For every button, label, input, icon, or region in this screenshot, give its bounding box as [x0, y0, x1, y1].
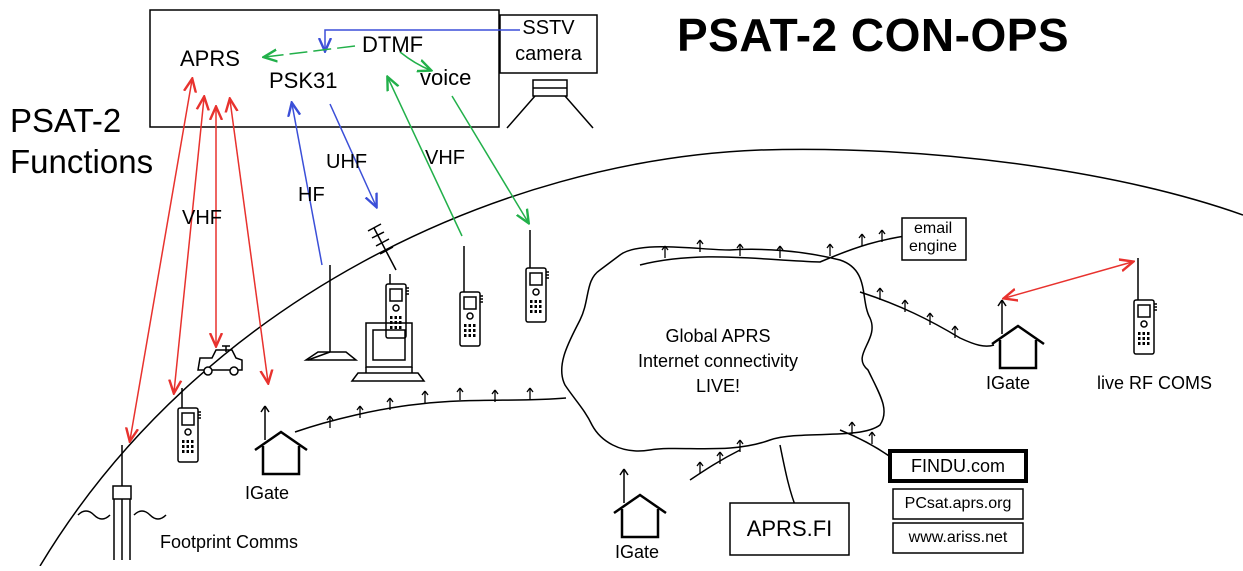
aprs-label: APRS	[180, 46, 240, 71]
network-poles	[326, 229, 959, 474]
sstv-camera-box	[499, 14, 598, 74]
yagi-antenna-icon	[367, 223, 397, 271]
igate-right-label: IGate	[986, 373, 1031, 393]
ariss-box	[892, 522, 1024, 554]
satellite-box	[149, 9, 500, 128]
sstv-label: SSTV	[522, 17, 575, 39]
server-pcsat: PCsat.aprs.org	[904, 495, 1012, 512]
handheld-vhf1-icon	[459, 246, 483, 347]
vhf-aprs-label: VHF	[182, 207, 222, 229]
page-title: PSAT-2 CON-OPS	[677, 9, 1070, 61]
link-uhf	[329, 103, 376, 206]
uhf-label: UHF	[326, 151, 368, 173]
cloud-line1: Global APRS	[665, 326, 771, 346]
igate-left-label: IGate	[245, 483, 290, 503]
arrow-dtmf-to-voice	[399, 51, 430, 70]
net-line-igate-bottom	[689, 449, 741, 481]
link-hf	[292, 104, 323, 266]
buoy-icon	[77, 445, 167, 560]
link-vhf-up	[388, 78, 463, 237]
vhf-voice-label: VHF	[425, 147, 465, 169]
handheld-uhf-icon	[385, 274, 409, 339]
pcsat-box	[892, 488, 1024, 520]
live-rf-label: live RF COMS	[1097, 373, 1213, 393]
email-label-line1: email	[914, 220, 953, 237]
link-aprs-buoy	[130, 80, 192, 440]
igate-house-right-icon	[991, 299, 1045, 370]
cloud-line3: LIVE!	[695, 376, 741, 396]
functions-label-line1: PSAT-2	[10, 102, 122, 139]
hf-antenna-icon	[303, 265, 359, 361]
aprs-fi-box	[729, 502, 850, 556]
net-line-aprsfi	[779, 444, 799, 513]
handheld-live-rf-icon	[1133, 258, 1157, 355]
igate-house-bottom-icon	[613, 468, 667, 539]
voice-label: voice	[420, 65, 472, 90]
email-engine-box	[901, 217, 967, 261]
link-vhf-down	[451, 95, 528, 222]
dtmf-label: DTMF	[362, 32, 424, 57]
psk31-label: PSK31	[269, 68, 338, 93]
server-ariss: www.ariss.net	[908, 529, 1008, 546]
computer-icon	[350, 322, 426, 382]
arrow-sstv-to-psk31	[325, 29, 520, 50]
net-line-left	[294, 397, 567, 433]
handheld-footprint-icon	[177, 388, 201, 463]
net-line-igate-right	[859, 291, 995, 347]
cloud-line2: Internet connectivity	[637, 351, 799, 371]
net-line-findu	[839, 429, 893, 459]
findu-box	[888, 449, 1028, 483]
igate-house-left-icon	[254, 405, 308, 476]
email-label-line2: engine	[909, 238, 958, 255]
arrow-dtmf-to-aprs	[265, 45, 356, 57]
camera-icon	[506, 79, 594, 129]
link-igate-live-rf	[1005, 262, 1132, 298]
link-aprs-footprint	[174, 98, 204, 392]
aprs-fi-label: APRS.FI	[746, 516, 833, 541]
footprint-label: Footprint Comms	[160, 532, 299, 552]
server-findu: FINDU.com	[911, 456, 1005, 476]
camera-label: camera	[515, 43, 582, 65]
car-icon	[197, 345, 243, 376]
handheld-vhf2-icon	[525, 230, 549, 323]
functions-label-line2: Functions	[10, 143, 154, 180]
hf-label: HF	[298, 184, 325, 206]
internet-cloud	[560, 246, 885, 452]
net-line-email	[639, 235, 906, 266]
link-aprs-igate	[230, 100, 268, 382]
igate-bottom-label: IGate	[615, 542, 660, 562]
